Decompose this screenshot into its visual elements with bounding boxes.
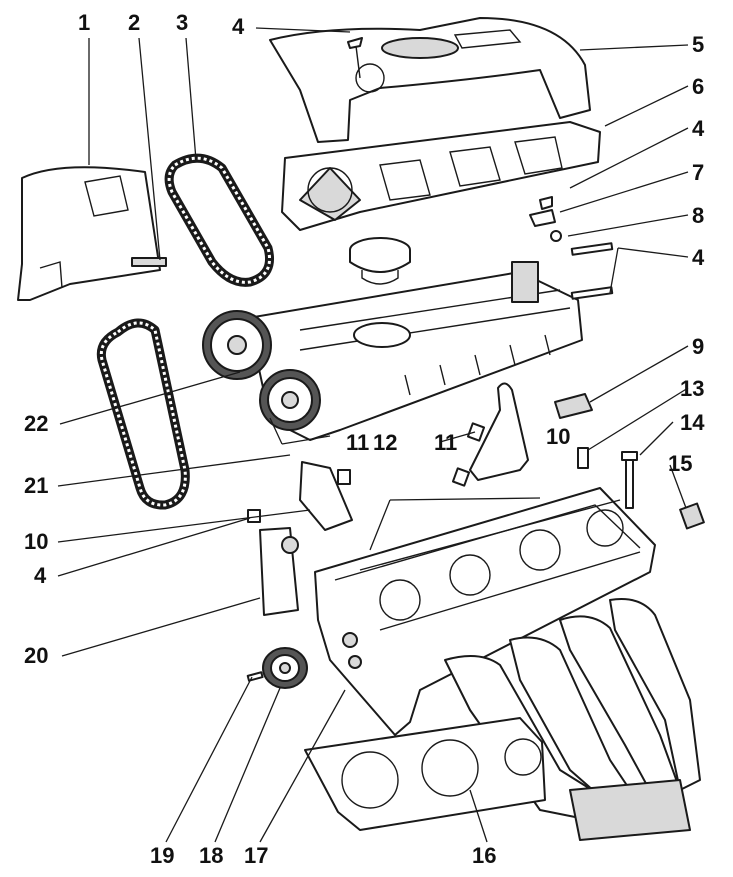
callout-label: 3 bbox=[176, 10, 189, 35]
callout-label: 15 bbox=[668, 451, 693, 476]
cylinder-head-cover bbox=[281, 121, 601, 231]
callout-label: 22 bbox=[24, 411, 49, 436]
callout-label: 4 bbox=[692, 245, 705, 270]
lower-timing-belt bbox=[96, 318, 190, 510]
callout-label: 19 bbox=[150, 843, 175, 868]
callout-label: 20 bbox=[24, 643, 49, 668]
camshaft-sprockets bbox=[202, 310, 321, 431]
upper-timing-belt bbox=[164, 153, 274, 287]
callout-label: 7 bbox=[692, 160, 705, 185]
callout-label: 18 bbox=[199, 843, 224, 868]
callout-label: 11 bbox=[434, 430, 458, 455]
cylinder-head-gasket bbox=[304, 717, 546, 831]
bracket-9 bbox=[554, 393, 593, 419]
callout-label: 4 bbox=[692, 116, 705, 141]
rear-timing-cover bbox=[259, 527, 299, 616]
callout-label: 1 bbox=[78, 10, 91, 35]
callout-label: 2 bbox=[128, 10, 141, 35]
callout-label: 16 bbox=[472, 843, 497, 868]
callout-label: 17 bbox=[244, 843, 269, 868]
camshaft-housing bbox=[247, 261, 583, 441]
oil-filler-cap bbox=[349, 237, 411, 285]
callout-label: 10 bbox=[546, 424, 571, 449]
callout-label: 6 bbox=[692, 74, 705, 99]
leader-lines bbox=[57, 27, 689, 843]
callout-label: 5 bbox=[692, 32, 705, 57]
callout-label: 11 bbox=[346, 430, 370, 455]
bracket-10-left bbox=[299, 461, 353, 531]
callout-label: 10 bbox=[24, 529, 49, 554]
callout-label: 12 bbox=[373, 430, 398, 455]
engine-top-cover bbox=[269, 17, 591, 143]
callout-label: 4 bbox=[34, 563, 47, 588]
bracket-10-right bbox=[469, 382, 529, 481]
callout-label: 14 bbox=[680, 410, 705, 435]
cylinder-head bbox=[314, 487, 656, 736]
belt-tensioner bbox=[262, 647, 308, 689]
bolts bbox=[246, 37, 705, 682]
callout-label: 4 bbox=[232, 14, 245, 39]
timing-belt-cover bbox=[17, 166, 167, 301]
callout-label: 13 bbox=[680, 376, 705, 401]
callout-label: 9 bbox=[692, 334, 705, 359]
callout-label: 21 bbox=[24, 473, 49, 498]
callout-label: 8 bbox=[692, 203, 705, 228]
exhaust-manifold bbox=[444, 598, 701, 841]
